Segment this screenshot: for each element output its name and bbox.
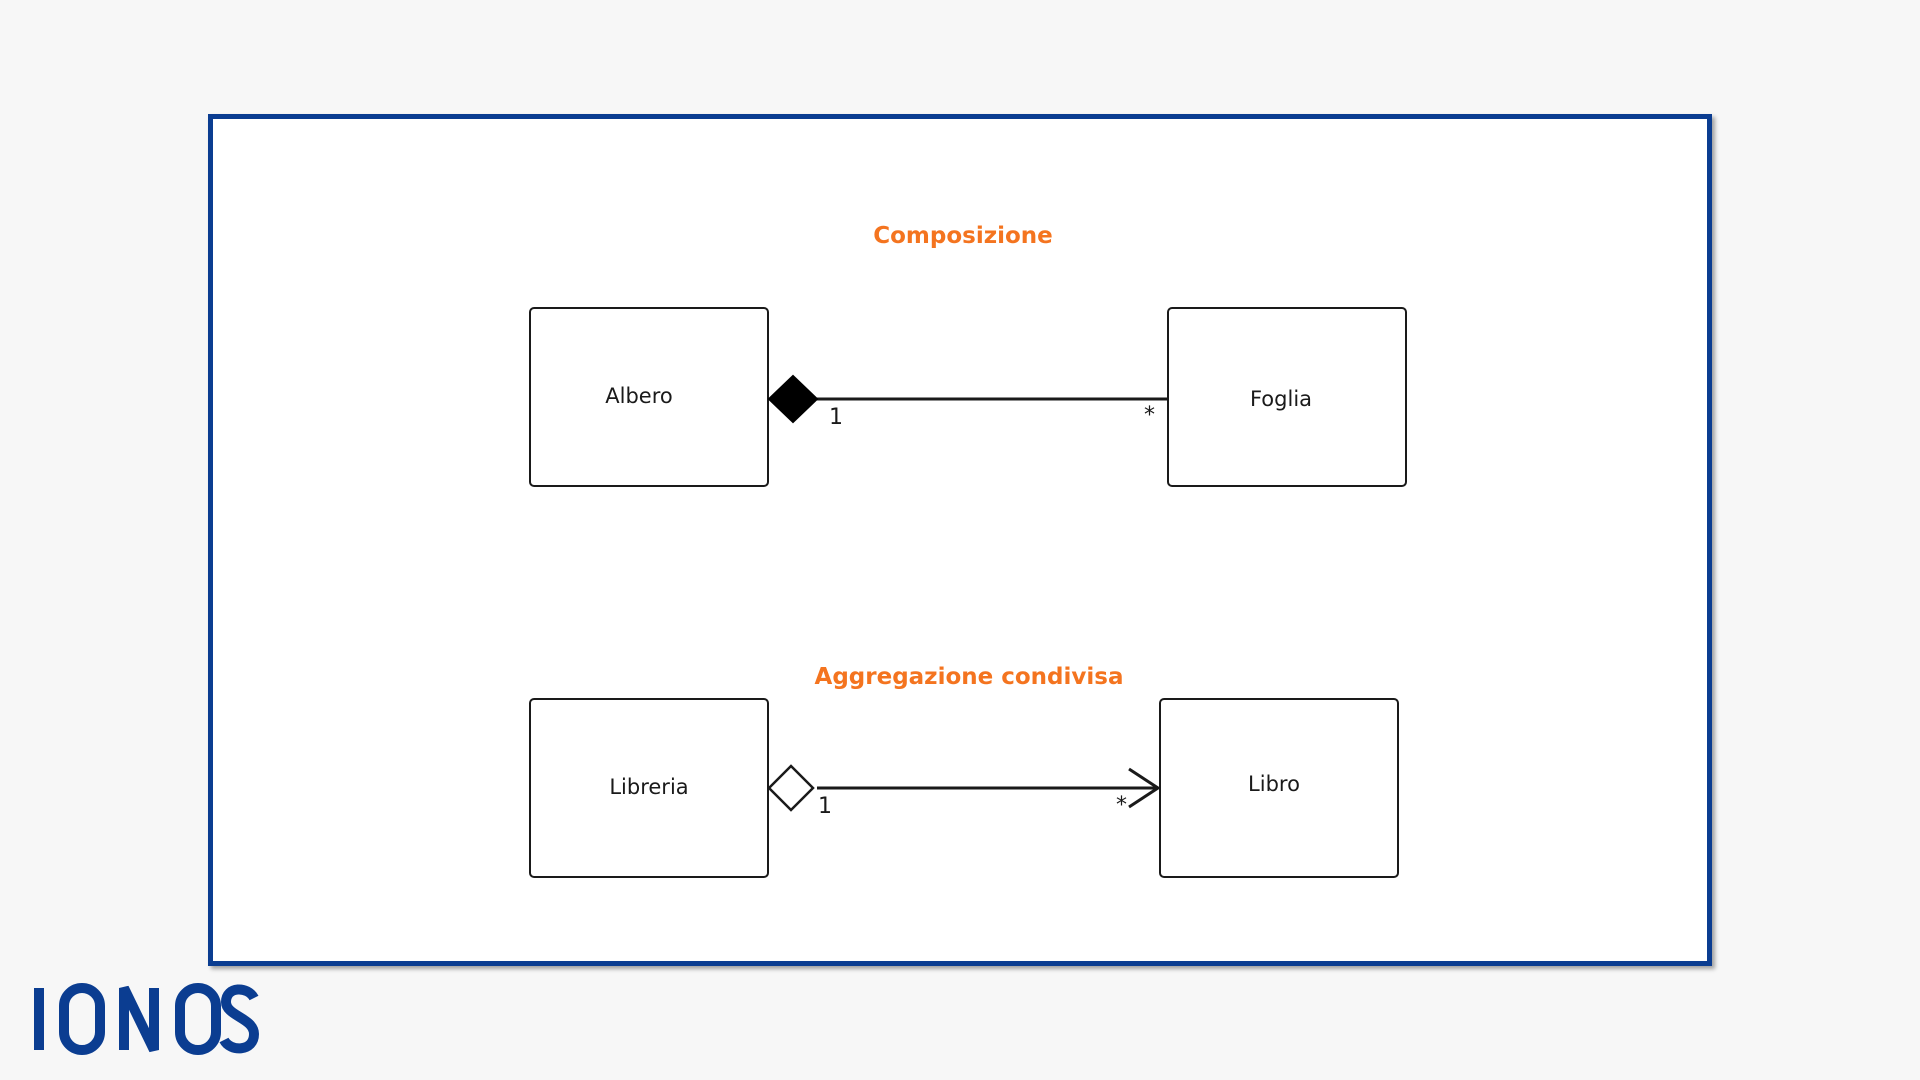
composition-part-multiplicity: * [1144,403,1155,428]
class-box-libreria [529,698,769,878]
filled-diamond-icon [767,374,819,424]
hollow-diamond-icon [767,764,815,812]
aggregation-whole-multiplicity: 1 [818,794,832,819]
class-name-libreria: Libreria [609,775,689,799]
class-name-foglia: Foglia [1249,387,1313,411]
class-box-libro [1159,698,1399,878]
aggregation-heading: Aggregazione condivisa [814,664,1124,690]
open-arrowhead-icon [1128,767,1161,809]
class-box-albero [529,307,769,487]
diagram-frame: Composizione Albero Foglia 1 * Aggregazi… [208,114,1712,966]
ionos-logo [34,983,260,1055]
aggregation-part-multiplicity: * [1116,793,1127,818]
composition-connector [767,374,1167,812]
composition-heading: Composizione [873,223,1053,249]
class-name-albero: Albero [605,384,673,408]
class-name-libro: Libro [1248,772,1300,796]
composition-whole-multiplicity: 1 [829,405,843,430]
class-box-foglia [1167,307,1407,487]
